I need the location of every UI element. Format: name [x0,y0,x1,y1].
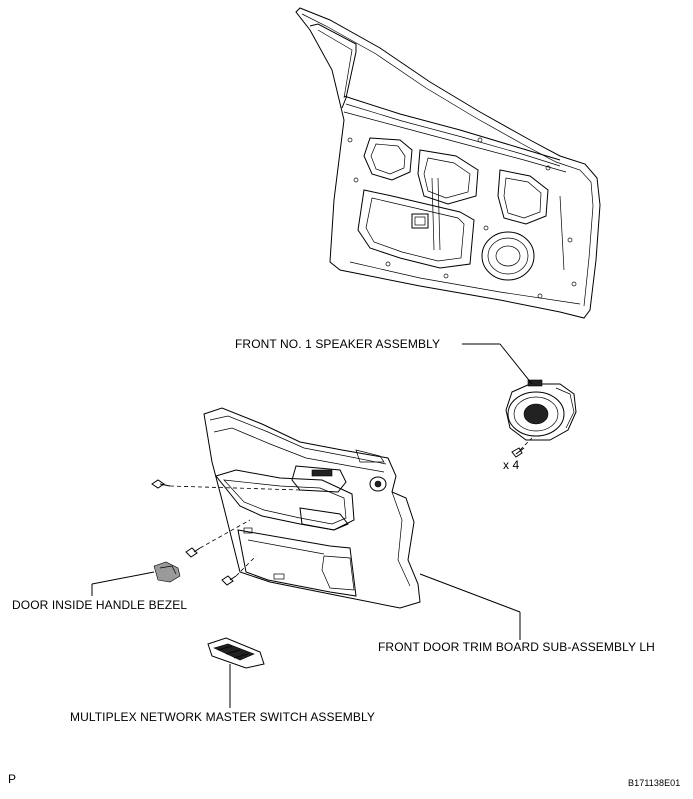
master-switch-icon [207,637,265,669]
screw-icon [151,479,171,489]
trim-board-leader-line [419,573,521,613]
figure-code: B171138E01 [628,778,681,788]
speaker-label: FRONT NO. 1 SPEAKER ASSEMBLY [235,337,441,351]
door-panel-icon [295,7,601,319]
screw-guide [199,519,251,549]
speaker-screw-guide [519,437,533,451]
trim-board-label: FRONT DOOR TRIM BOARD SUB-ASSEMBLY LH [378,640,655,654]
screw-icon [511,447,525,458]
footer-left-mark: P [8,772,17,786]
speaker-leader-line [499,343,533,385]
bezel-leader-line [91,571,155,585]
screw-guide [169,485,301,491]
handle-bezel-icon [153,561,181,583]
screw-icon [221,575,237,586]
trim-board-icon [203,407,421,609]
speaker-icon [505,379,577,441]
master-switch-label: MULTIPLEX NETWORK MASTER SWITCH ASSEMBLY [70,710,375,724]
speaker-quantity-label: x 4 [503,458,520,472]
screw-guide [235,555,257,577]
bezel-label: DOOR INSIDE HANDLE BEZEL [12,598,188,612]
screw-icon [185,547,201,558]
